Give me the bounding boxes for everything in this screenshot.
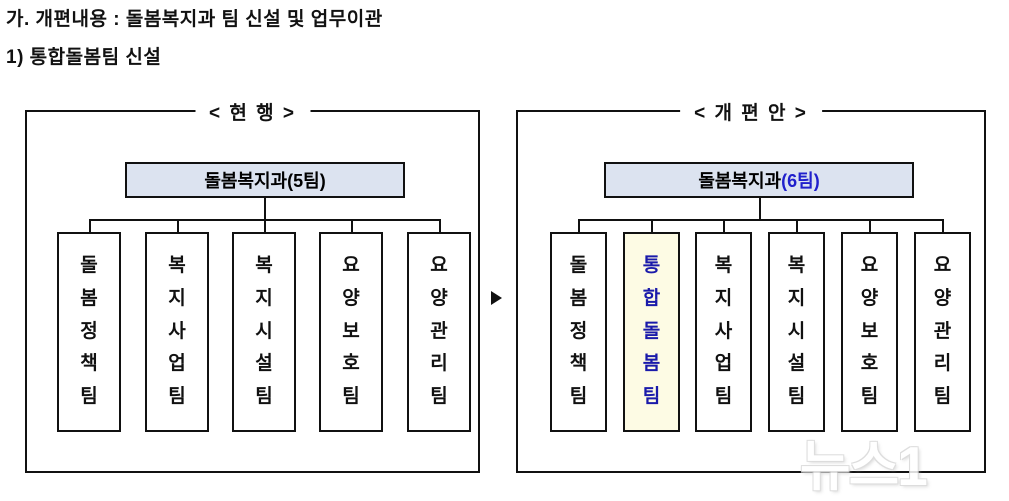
panel-reform: < 개 편 안 > 돌봄복지과(6팀) 돌 봄 정 책 팀 통 합 돌 봄 팀 … [516,98,986,473]
connector-bus-reform [578,219,942,221]
team-char: 돌 [80,255,98,277]
team-char: 돌 [569,255,588,277]
team-char: 팀 [168,386,186,407]
team-box: 복 지 시 설 팀 [232,232,296,432]
team-char: 팀 [342,386,360,407]
team-char: 양 [430,287,448,309]
team-char: 팀 [642,386,661,407]
team-char: 봄 [80,287,98,309]
connector-drop-reform-6 [942,219,944,233]
team-box-highlighted: 통 합 돌 봄 팀 [623,232,680,432]
team-char: 설 [255,353,273,375]
connector-drop-current-1 [89,219,91,233]
team-box: 요 양 관 리 팀 [914,232,971,432]
panel-current-title: < 현 행 > [195,98,310,125]
section-subtitle: 1) 통합돌봄팀 신설 [6,47,162,68]
team-char: 합 [642,287,661,309]
team-char: 지 [787,287,806,309]
team-char: 시 [787,320,806,342]
panel-current: < 현 행 > 돌봄복지과(5팀) 돌 봄 정 책 팀 복 지 사 업 팀 복 … [25,98,480,473]
department-box-reform: 돌봄복지과(6팀) [604,162,914,198]
connector-trunk-reform [759,198,761,220]
team-char: 호 [860,353,879,375]
page-title: 가. 개편내용 : 돌봄복지과 팀 신설 및 업무이관 [6,9,383,30]
team-char: 요 [430,255,448,277]
team-box: 복 지 사 업 팀 [145,232,209,432]
connector-drop-reform-3 [723,219,725,233]
team-char: 복 [714,255,733,277]
department-count-current: (5팀) [287,171,326,191]
team-char: 팀 [569,386,588,407]
team-char: 팀 [933,386,952,407]
team-box: 복 지 시 설 팀 [768,232,825,432]
connector-drop-current-2 [177,219,179,233]
team-char: 복 [168,255,186,277]
connector-drop-current-5 [439,219,441,233]
team-char: 팀 [787,386,806,407]
team-box: 돌 봄 정 책 팀 [550,232,607,432]
team-char: 요 [860,255,879,277]
team-char: 호 [342,353,360,375]
team-char: 봄 [569,287,588,309]
team-char: 관 [933,320,952,342]
team-char: 리 [933,353,952,375]
connector-drop-reform-1 [578,219,580,233]
flow-arrow-icon [491,291,502,305]
team-char: 사 [714,320,733,342]
department-name-reform: 돌봄복지과 [698,171,782,191]
team-char: 보 [342,320,360,342]
connector-drop-reform-5 [869,219,871,233]
team-char: 사 [168,320,186,342]
panel-reform-title: < 개 편 안 > [680,98,822,125]
team-char: 보 [860,320,879,342]
team-char: 시 [255,320,273,342]
team-char: 팀 [860,386,879,407]
team-char: 요 [342,255,360,277]
team-box: 복 지 사 업 팀 [695,232,752,432]
connector-drop-current-4 [351,219,353,233]
department-count-reform: (6팀) [781,171,820,191]
team-box: 돌 봄 정 책 팀 [57,232,121,432]
team-char: 양 [860,287,879,309]
team-char: 리 [430,353,448,375]
department-box-current: 돌봄복지과(5팀) [125,162,405,198]
team-char: 지 [168,287,186,309]
team-char: 지 [255,287,273,309]
team-char: 봄 [642,353,661,375]
team-char: 양 [933,287,952,309]
team-box: 요 양 관 리 팀 [407,232,471,432]
team-char: 책 [80,353,98,375]
team-char: 설 [787,353,806,375]
team-char: 관 [430,320,448,342]
team-char: 업 [714,353,733,375]
connector-drop-current-3 [264,219,266,233]
team-char: 지 [714,287,733,309]
team-char: 업 [168,353,186,375]
connector-trunk-current [264,198,266,220]
connector-drop-reform-4 [796,219,798,233]
department-name-current: 돌봄복지과 [204,171,288,191]
team-char: 정 [80,320,98,342]
team-char: 정 [569,320,588,342]
team-char: 책 [569,353,588,375]
team-char: 요 [933,255,952,277]
team-box: 요 양 보 호 팀 [841,232,898,432]
team-char: 돌 [642,320,661,342]
team-char: 복 [787,255,806,277]
team-char: 복 [255,255,273,277]
team-char: 통 [642,255,661,277]
team-char: 팀 [255,386,273,407]
team-char: 팀 [430,386,448,407]
team-char: 팀 [80,386,98,407]
team-char: 팀 [714,386,733,407]
team-box: 요 양 보 호 팀 [319,232,383,432]
team-char: 양 [342,287,360,309]
connector-drop-reform-2 [651,219,653,233]
